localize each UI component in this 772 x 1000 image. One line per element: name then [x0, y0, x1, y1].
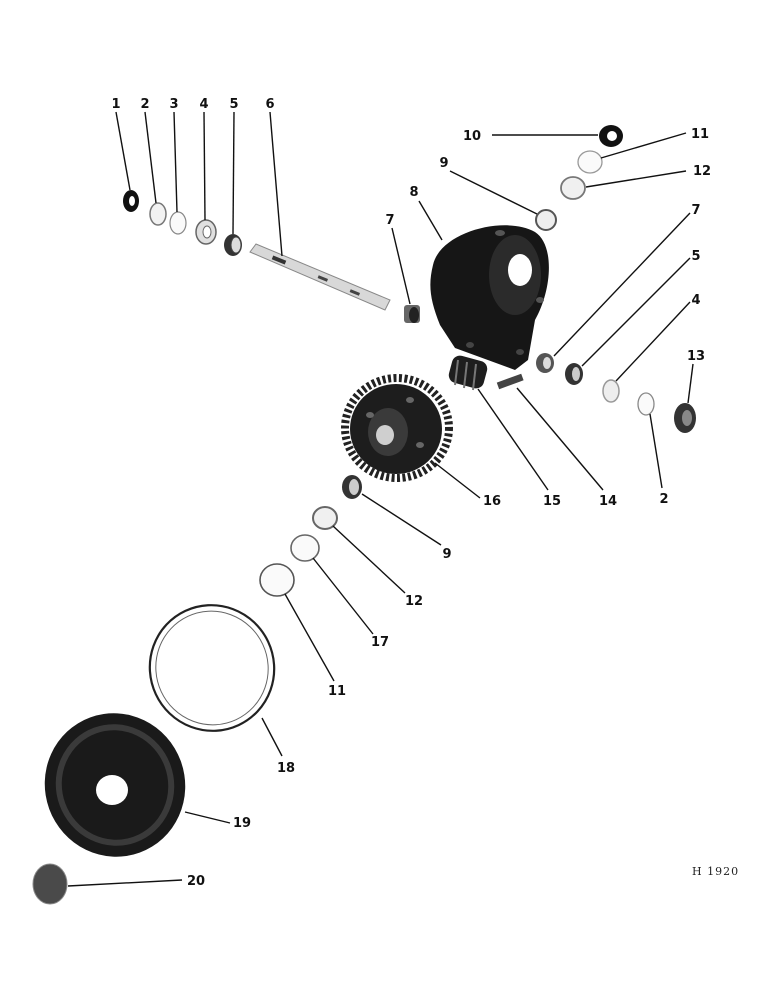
leader-11-top	[600, 132, 687, 159]
leader-20	[67, 879, 183, 887]
part-18-gasket	[148, 604, 276, 732]
callout-13: 13	[687, 349, 705, 364]
leader-6	[269, 111, 283, 257]
part-11-ring-top	[577, 150, 603, 174]
callout-14: 14	[599, 494, 617, 509]
part-9-bearing-cup-top	[535, 209, 557, 231]
callout-11-lower: 11	[328, 684, 346, 699]
leader-8	[418, 200, 443, 241]
part-8-housing	[430, 225, 549, 370]
callout-12-lower: 12	[405, 594, 423, 609]
callout-4-right: 4	[691, 293, 700, 308]
callout-7-left: 7	[385, 213, 394, 228]
callout-19: 19	[233, 816, 251, 831]
callout-2: 2	[140, 97, 149, 112]
callout-11-top: 11	[691, 127, 709, 142]
part-9-bearing-lower	[342, 475, 362, 499]
callout-12-top: 12	[693, 164, 711, 179]
leader-15	[477, 388, 549, 491]
leader-12-top	[585, 170, 687, 188]
leader-9-lower	[361, 493, 442, 546]
leader-14	[516, 387, 604, 491]
callout-5: 5	[229, 97, 238, 112]
callout-8: 8	[409, 185, 418, 200]
callout-7-right: 7	[691, 203, 700, 218]
callout-9-top: 9	[439, 156, 448, 171]
leader-12-lower	[332, 525, 406, 594]
part-7-bearing-right	[536, 353, 554, 373]
part-12-cup-top	[560, 176, 586, 200]
callout-18: 18	[277, 761, 295, 776]
leader-9-top	[449, 170, 538, 215]
callout-15: 15	[543, 494, 561, 509]
part-10-seal-top	[599, 125, 623, 147]
callout-6: 6	[265, 97, 274, 112]
leader-3	[173, 111, 178, 213]
leader-16	[434, 462, 481, 499]
part-16-gear	[341, 374, 453, 482]
leader-13	[687, 363, 694, 404]
callout-20: 20	[187, 874, 205, 889]
part-12-cup-lower	[312, 506, 338, 530]
callout-4: 4	[199, 97, 208, 112]
part-14-key	[496, 373, 524, 390]
callout-3: 3	[169, 97, 178, 112]
leader-7-left	[391, 227, 411, 305]
callout-1: 1	[111, 97, 120, 112]
part-11-ring-lower	[259, 563, 295, 597]
part-5-bearing-cone-right	[565, 363, 583, 385]
part-2-ring	[149, 202, 167, 226]
leader-4	[203, 111, 206, 221]
part-13-cap	[674, 403, 696, 433]
leader-4-right	[615, 301, 691, 382]
leader-5-right	[581, 257, 691, 367]
leader-11-lower	[284, 593, 335, 682]
leader-2-right	[649, 413, 663, 489]
part-1-seal	[123, 190, 139, 212]
callout-2-right: 2	[659, 492, 668, 507]
leader-17	[312, 557, 374, 635]
leader-19	[184, 811, 231, 824]
callout-9-lower: 9	[442, 547, 451, 562]
part-4-washer-right	[602, 379, 620, 403]
part-19-cover	[44, 713, 186, 857]
part-2-ring-right	[637, 392, 655, 416]
part-7-bearing-left	[404, 305, 420, 323]
part-4-washer	[195, 219, 217, 245]
figure-code: H 1920	[692, 865, 739, 878]
part-17-ring	[290, 534, 320, 562]
leader-7-right	[553, 212, 691, 357]
callout-10: 10	[463, 129, 481, 144]
part-6-shaft	[249, 243, 391, 311]
leader-5	[232, 111, 235, 235]
part-15-worm	[448, 355, 488, 391]
part-3-ring	[169, 211, 187, 235]
part-5-bearing-cone	[224, 234, 242, 256]
part-20-plug	[32, 863, 68, 905]
leader-18	[261, 717, 283, 757]
callout-5-right: 5	[691, 249, 700, 264]
leader-1	[115, 111, 131, 191]
callout-17: 17	[371, 635, 389, 650]
leader-2	[144, 111, 157, 204]
callout-16: 16	[483, 494, 501, 509]
